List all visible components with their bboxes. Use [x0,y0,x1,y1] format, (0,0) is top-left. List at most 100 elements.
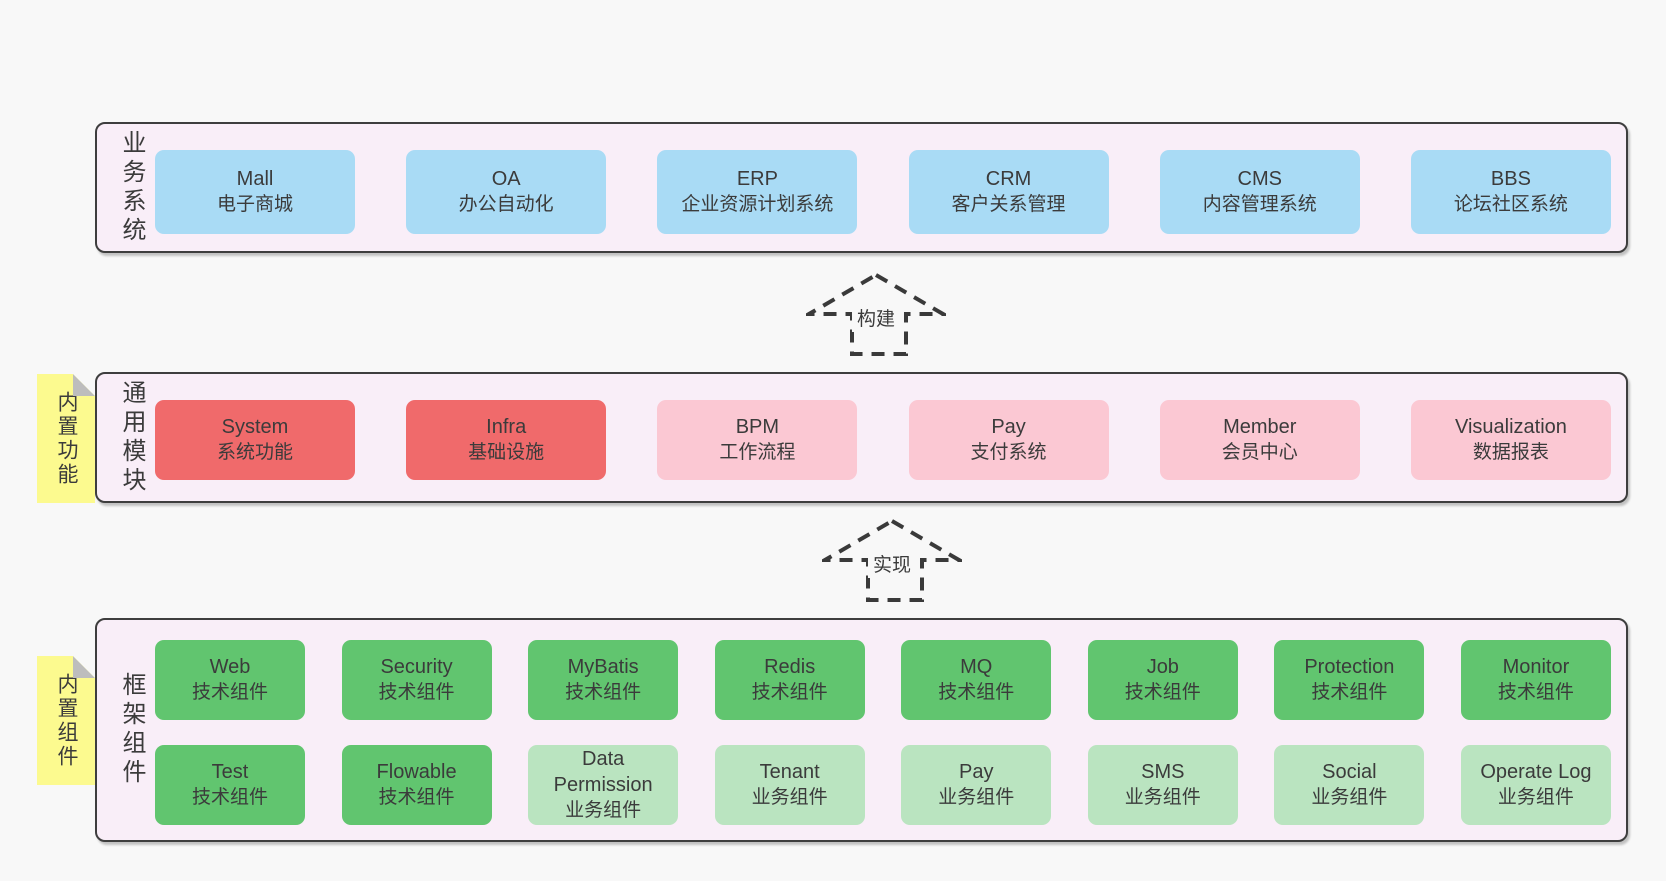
box-subtitle: 技术组件 [378,787,455,808]
box-title: Job [1146,656,1179,678]
box-title: Pay [959,761,994,783]
box-subtitle: 电子商城 [216,194,293,215]
panel-title: 业务系统 [118,129,145,246]
box-bpm: BPM 工作流程 [657,400,858,480]
box-title: MyBatis [567,656,639,678]
implement-arrow: 实现 [822,518,962,603]
box-subtitle: 业务组件 [938,787,1015,808]
sticky-note-built-in-features: 内置功能 [37,374,95,503]
sticky-note-label: 内置组件 [55,672,78,769]
box-title: OA [491,168,521,190]
box-subtitle: 技术组件 [191,787,268,808]
box-subtitle: 内容管理系统 [1202,194,1317,215]
box-monitor: Monitor 技术组件 [1460,640,1611,720]
arrow-label: 构建 [851,303,901,332]
box-title: BPM [735,416,780,438]
box-erp: ERP 企业资源计划系统 [657,150,858,234]
box-title: Pay [991,416,1026,438]
panel-business-systems: 业务系统 Mall 电子商城 OA 办公自动化 ERP 企业资源计划系统 CRM… [95,122,1628,253]
box-infra: Infra 基础设施 [406,400,607,480]
box-subtitle: 数据报表 [1472,442,1549,463]
box-mq: MQ 技术组件 [901,640,1052,720]
box-subtitle: 业务组件 [1311,787,1388,808]
box-title: Flowable [376,761,457,783]
box-subtitle: 技术组件 [565,682,642,703]
box-title: SMS [1141,761,1185,783]
sticky-fold-corner [73,656,95,678]
arrow-label: 实现 [867,549,917,578]
box-subtitle: 会员中心 [1221,442,1298,463]
box-oa: OA 办公自动化 [406,150,607,234]
box-title: Social [1322,761,1377,783]
box-subtitle: 业务组件 [565,800,642,821]
box-data-permission: Data Permission 业务组件 [528,745,679,825]
box-title: Data Permission [553,748,653,796]
box-subtitle: 企业资源计划系统 [681,194,834,215]
box-subtitle: 技术组件 [1497,682,1574,703]
box-title: Security [380,656,453,678]
box-subtitle: 论坛社区系统 [1453,194,1568,215]
box-title: Visualization [1454,416,1567,438]
box-subtitle: 业务组件 [1124,787,1201,808]
sticky-note-label: 内置功能 [55,390,78,487]
box-sms: SMS 业务组件 [1087,745,1238,825]
box-tenant: Tenant 业务组件 [714,745,865,825]
box-bbs: BBS 论坛社区系统 [1410,150,1611,234]
box-title: Protection [1304,656,1395,678]
build-arrow: 构建 [806,272,946,357]
box-system: System 系统功能 [155,400,355,480]
box-title: Tenant [759,761,820,783]
box-subtitle: 工作流程 [719,442,796,463]
box-mybatis: MyBatis 技术组件 [528,640,679,720]
sticky-note-built-in-components: 内置组件 [37,656,95,785]
box-pay-biz: Pay 业务组件 [901,745,1052,825]
box-flowable: Flowable 技术组件 [341,745,492,825]
box-title: CRM [985,168,1032,190]
box-security: Security 技术组件 [341,640,492,720]
panel-title: 通用模块 [118,379,145,496]
box-cms: CMS 内容管理系统 [1159,150,1360,234]
box-subtitle: 技术组件 [1311,682,1388,703]
box-title: Infra [486,416,527,438]
box-title: Mall [236,168,274,190]
box-mall: Mall 电子商城 [155,150,355,234]
box-web: Web 技术组件 [155,640,305,720]
biz-components-row: Test 技术组件 Flowable 技术组件 Data Permission … [155,745,1611,825]
box-title: Operate Log [1480,761,1592,783]
box-member: Member 会员中心 [1159,400,1360,480]
box-protection: Protection 技术组件 [1274,640,1425,720]
box-title: ERP [736,168,778,190]
box-subtitle: 技术组件 [191,682,268,703]
up-arrow-icon [806,272,946,356]
box-subtitle: 技术组件 [1124,682,1201,703]
box-test: Test 技术组件 [155,745,305,825]
box-title: MQ [960,656,993,678]
common-modules-row: System 系统功能 Infra 基础设施 BPM 工作流程 Pay 支付系统… [155,400,1611,480]
box-title: Redis [764,656,816,678]
box-title: System [221,416,289,438]
box-subtitle: 支付系统 [970,442,1047,463]
box-subtitle: 技术组件 [751,682,828,703]
box-operate-log: Operate Log 业务组件 [1460,745,1611,825]
box-redis: Redis 技术组件 [714,640,865,720]
box-title: BBS [1490,168,1531,190]
box-subtitle: 业务组件 [751,787,828,808]
box-subtitle: 基础设施 [468,442,545,463]
box-title: Monitor [1502,656,1570,678]
box-subtitle: 技术组件 [378,682,455,703]
box-subtitle: 业务组件 [1497,787,1574,808]
panel-framework-components: 框架组件 Web 技术组件 Security 技术组件 MyBatis 技术组件… [95,618,1628,842]
box-title: Member [1223,416,1297,438]
panel-common-modules: 通用模块 System 系统功能 Infra 基础设施 BPM 工作流程 Pay… [95,372,1628,503]
box-subtitle: 客户关系管理 [951,194,1066,215]
box-title: Web [209,656,251,678]
tech-components-row: Web 技术组件 Security 技术组件 MyBatis 技术组件 Redi… [155,640,1611,720]
box-social: Social 业务组件 [1274,745,1425,825]
box-subtitle: 技术组件 [938,682,1015,703]
box-subtitle: 办公自动化 [458,194,554,215]
box-subtitle: 系统功能 [216,442,293,463]
business-systems-row: Mall 电子商城 OA 办公自动化 ERP 企业资源计划系统 CRM 客户关系… [155,150,1611,234]
sticky-fold-corner [73,374,95,396]
box-title: Test [211,761,249,783]
